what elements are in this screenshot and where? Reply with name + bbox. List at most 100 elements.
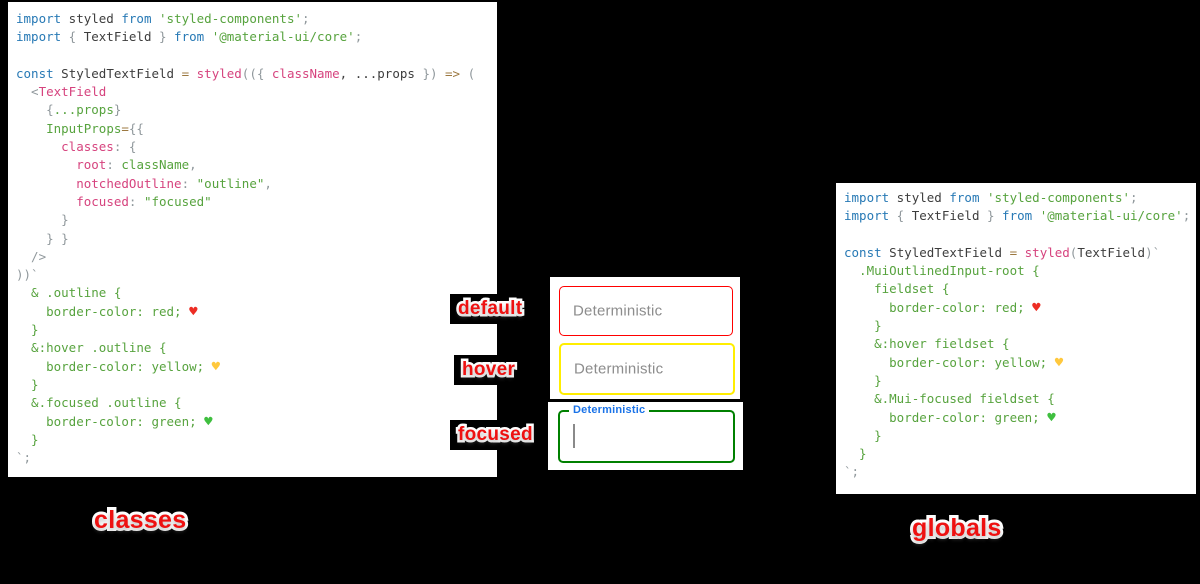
code-token: } (844, 318, 882, 334)
textfield-hover[interactable]: Deterministic (559, 343, 735, 395)
code-token: from (949, 190, 980, 205)
code-token: : (181, 175, 197, 191)
code-line: const StyledTextField = styled(({ classN… (16, 65, 493, 83)
code-token: import (16, 11, 62, 26)
code-token: : { (113, 139, 137, 155)
code-token: '@material-ui/core' (211, 29, 355, 45)
code-line: border-color: red; ♥ (16, 303, 493, 321)
code-line: } } (16, 230, 493, 248)
textfield-screenshot-focused: Deterministic (548, 402, 743, 470)
code-line: border-color: yellow; ♥ (844, 354, 1192, 372)
code-token: border-color: green; (844, 409, 1048, 425)
code-token: { (61, 29, 84, 45)
code-token: border-color: red; (16, 303, 190, 319)
code-block-globals: import styled from 'styled-components';i… (836, 183, 1196, 488)
code-line: } (844, 372, 1192, 390)
code-token: StyledTextField (881, 244, 1010, 260)
code-token: < (16, 84, 39, 100)
code-line: `; (16, 449, 493, 467)
code-token: {{ (128, 120, 144, 136)
code-token: 'styled-components' (987, 190, 1131, 205)
code-token: } (16, 376, 39, 392)
code-token: styled (1024, 244, 1070, 260)
code-line: `; (844, 463, 1192, 481)
code-token: classes (61, 139, 114, 155)
heart-icon: ♥ (211, 358, 221, 375)
code-block-classes: import styled from 'styled-components';i… (8, 2, 497, 473)
code-line (844, 226, 1192, 244)
code-line: } (844, 317, 1192, 335)
code-token: TextField (38, 84, 107, 100)
code-token: className (121, 157, 190, 173)
code-token: = (181, 65, 197, 81)
code-line: &.Mui-focused fieldset { (844, 390, 1192, 408)
code-line: &:hover .outline { (16, 339, 493, 357)
code-token: border-color: yellow; (844, 354, 1055, 370)
code-token: => (445, 65, 468, 81)
caption-hover: hover (454, 355, 524, 385)
heart-icon: ♥ (1047, 409, 1056, 426)
textfield-default-label: Deterministic (573, 302, 663, 320)
code-token: className (271, 65, 340, 81)
code-token: from (174, 29, 205, 45)
code-line: import { TextField } from '@material-ui/… (844, 207, 1192, 225)
code-token: root (76, 157, 107, 173)
code-line (16, 47, 493, 65)
code-token: border-color: green; (16, 413, 205, 429)
code-token: } (844, 372, 882, 388)
code-token: ; (1130, 190, 1138, 205)
code-token (151, 11, 159, 26)
code-line: ))` (16, 266, 493, 284)
code-token (16, 194, 76, 209)
code-token: } (113, 102, 122, 118)
code-line: &:hover fieldset { (844, 335, 1192, 353)
code-token: import (844, 208, 890, 224)
code-token: (({ (241, 65, 272, 81)
code-token (979, 190, 987, 205)
heart-icon: ♥ (1054, 354, 1064, 371)
code-line: & .outline { (16, 284, 493, 302)
code-line: {...props} (16, 101, 493, 119)
code-token: , ...props (339, 65, 423, 81)
code-token: TextField (83, 29, 152, 45)
code-token: } (16, 322, 39, 338)
code-line: } (844, 445, 1192, 463)
code-line: /> (16, 248, 493, 266)
code-line: } (16, 321, 493, 339)
code-token: &.Mui-focused fieldset { (844, 391, 1055, 407)
heart-icon: ♥ (204, 413, 213, 430)
code-token: { (889, 208, 912, 224)
code-line: root: className, (16, 156, 493, 174)
code-token: border-color: yellow; (16, 358, 212, 374)
code-panel-classes: import styled from 'styled-components';i… (8, 2, 497, 477)
code-token: styled (196, 65, 242, 81)
code-token: }) (422, 65, 446, 81)
caption-default: default (450, 294, 531, 324)
code-line: } (16, 431, 493, 449)
caption-classes: classes (86, 502, 195, 539)
code-token: ; (1182, 208, 1191, 224)
code-token (16, 176, 76, 191)
code-token: 'styled-components' (159, 11, 303, 26)
code-token (204, 29, 212, 44)
code-token: "focused" (143, 193, 212, 209)
code-token: const (16, 65, 54, 81)
code-line: border-color: red; ♥ (844, 299, 1192, 317)
code-token: &.focused .outline { (16, 395, 182, 411)
textfield-focused[interactable]: Deterministic (558, 403, 735, 463)
textfield-hover-label: Deterministic (574, 360, 664, 378)
code-token: : (128, 193, 144, 209)
code-token: = (121, 120, 129, 136)
code-line: focused: "focused" (16, 193, 493, 211)
code-token: .MuiOutlinedInput-root { (844, 263, 1040, 279)
caption-focused: focused (450, 420, 541, 450)
code-line: <TextField (16, 83, 493, 101)
code-token: , (264, 175, 272, 191)
textfield-default[interactable]: Deterministic (559, 286, 733, 336)
code-line: .MuiOutlinedInput-root { (844, 262, 1192, 280)
code-line: import { TextField } from '@material-ui/… (16, 28, 493, 46)
code-token: } (844, 427, 882, 443)
code-line: import styled from 'styled-components'; (16, 10, 493, 28)
text-cursor (573, 424, 575, 448)
